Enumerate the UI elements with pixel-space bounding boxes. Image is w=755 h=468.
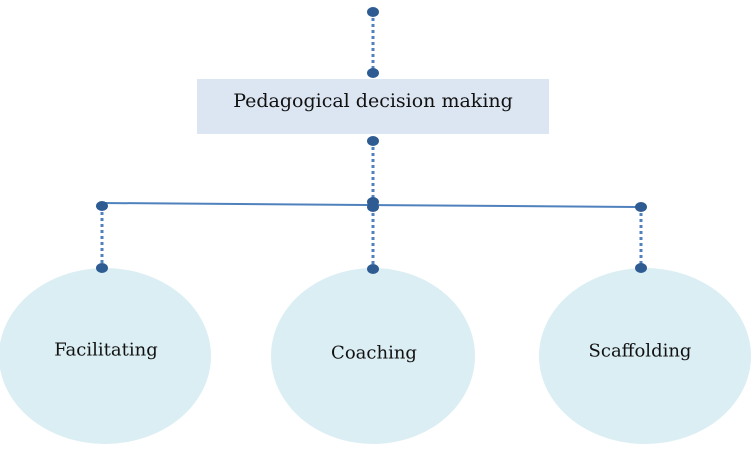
connector-dot (367, 136, 379, 146)
connector-dot (96, 263, 108, 273)
scaffolding-label: Scaffolding (588, 340, 692, 362)
scaffolding-ellipse (539, 268, 751, 444)
connector-dot (367, 202, 379, 212)
connector-dot (367, 7, 379, 17)
root-label: Pedagogical decision making (233, 90, 513, 112)
connector-dot (635, 202, 647, 212)
connector-dot (367, 264, 379, 274)
facilitating-label: Facilitating (54, 339, 158, 361)
root-box (197, 79, 549, 134)
connector-dot (96, 201, 108, 211)
connector-dot (367, 68, 379, 78)
connector-dot (635, 263, 647, 273)
facilitating-ellipse (0, 268, 211, 444)
coaching-ellipse (271, 268, 475, 444)
coaching-label: Coaching (331, 342, 417, 364)
